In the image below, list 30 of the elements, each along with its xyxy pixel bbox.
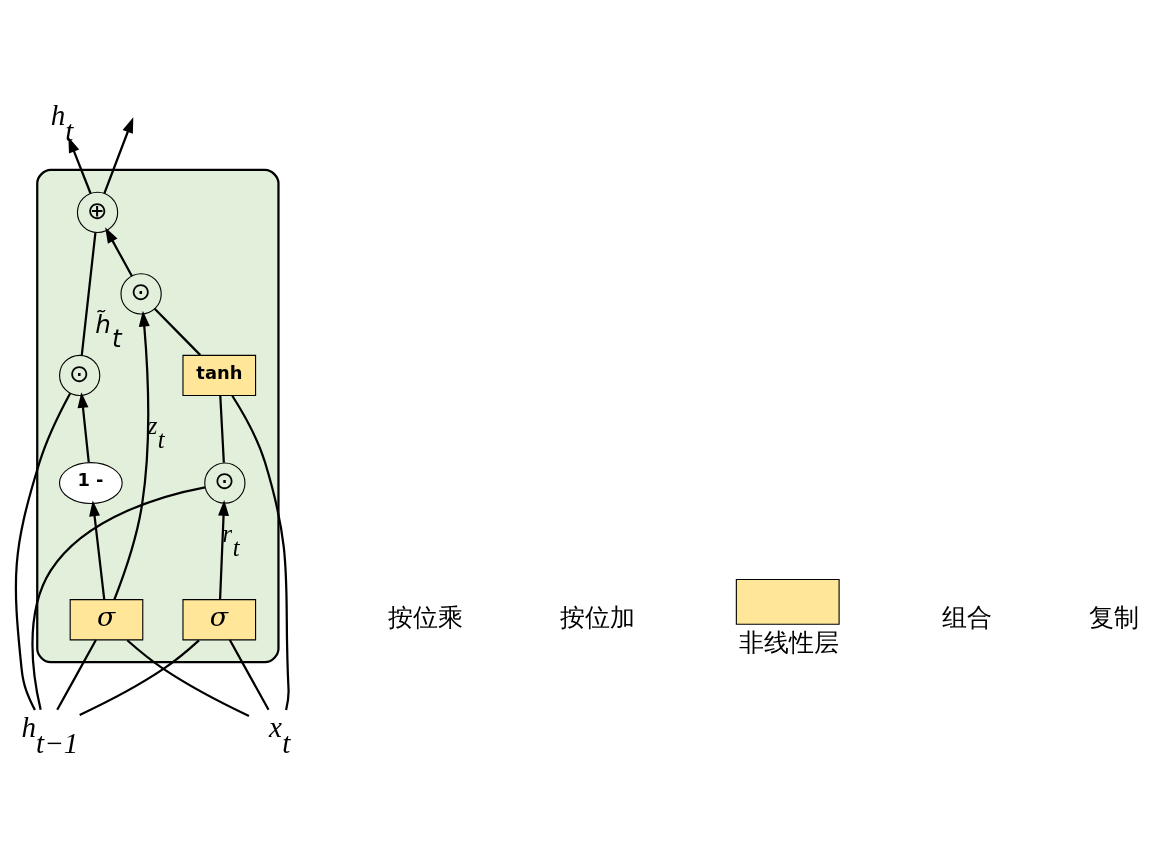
arrow xyxy=(77,392,90,463)
node-box: tanh xyxy=(182,354,257,397)
connector xyxy=(153,308,202,356)
arrow xyxy=(105,227,133,277)
connector xyxy=(80,232,97,356)
arrow xyxy=(68,136,92,194)
node-box: σ xyxy=(69,599,144,641)
connector xyxy=(56,639,97,711)
connector xyxy=(219,395,225,463)
arrow xyxy=(113,310,150,600)
connector xyxy=(79,639,200,716)
connector xyxy=(31,486,206,710)
node-circle: ⊙ xyxy=(120,273,162,315)
node-circle: ⊙ xyxy=(59,354,101,397)
cluster xyxy=(36,168,280,664)
connector xyxy=(231,395,290,711)
node-circle: ⊕ xyxy=(76,191,119,234)
connector xyxy=(126,639,250,717)
arrow xyxy=(89,500,106,600)
node-ellipse: 1 - xyxy=(58,462,123,505)
node-circle: ⊙ xyxy=(204,462,246,504)
node-box: σ xyxy=(182,599,257,641)
legend-label: 组合 xyxy=(941,603,992,633)
legend-label: 按位乘 xyxy=(387,603,463,633)
legend-label: 复制 xyxy=(1089,603,1140,633)
legend-label: 按位加 xyxy=(559,603,635,633)
connector xyxy=(14,392,72,711)
legend-label: 非线性层 xyxy=(738,627,839,657)
arrow xyxy=(103,117,134,194)
connector xyxy=(228,639,270,711)
